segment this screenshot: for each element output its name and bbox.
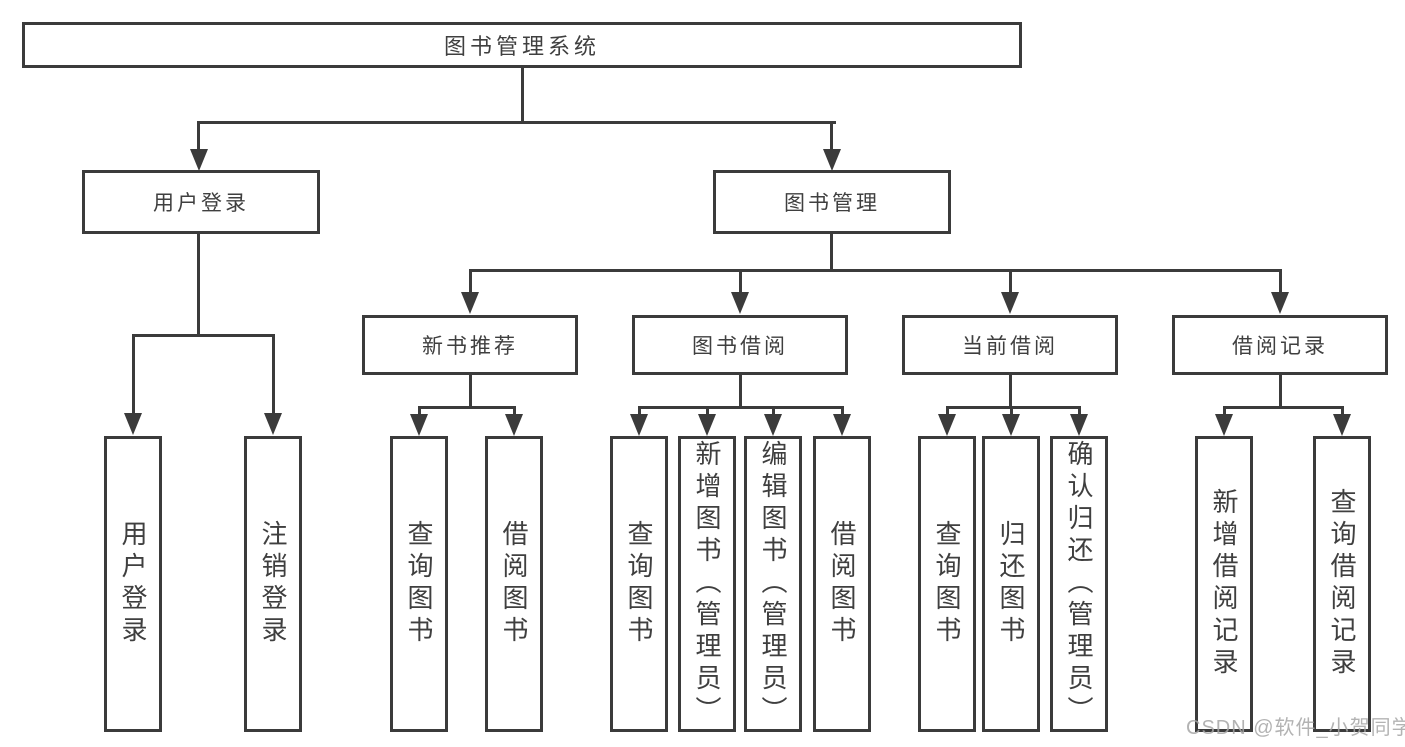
arrow-down	[833, 414, 851, 436]
leaf-query-borrow-record-label: 查询借阅记录	[1327, 488, 1357, 680]
leaf-confirm-return-admin-label: 确认归还（管理员）	[1064, 440, 1094, 728]
arrow-down	[731, 292, 749, 314]
connector-line	[638, 406, 641, 416]
connector-line	[830, 121, 833, 153]
connector-line	[706, 406, 709, 416]
connector-line	[946, 406, 949, 416]
connector-line	[1010, 406, 1013, 416]
connector-line	[521, 66, 524, 124]
connector-line	[418, 406, 421, 416]
leaf-query-books-recommend-label: 查询图书	[404, 520, 434, 648]
connector-line	[1009, 374, 1012, 409]
leaf-return-books: 归还图书	[982, 436, 1040, 732]
connector-line	[739, 374, 742, 409]
arrow-down	[264, 413, 282, 435]
leaf-add-borrow-record-label: 新增借阅记录	[1209, 488, 1239, 680]
leaf-borrow-books-label: 借阅图书	[827, 520, 857, 648]
leaf-edit-books-admin-label: 编辑图书（管理员）	[758, 440, 788, 728]
leaf-logout-label: 注销登录	[258, 520, 288, 648]
node-book-borrowing-label: 图书借阅	[692, 335, 788, 358]
arrow-down	[124, 413, 142, 435]
arrow-down	[190, 149, 208, 171]
arrow-down	[1333, 414, 1351, 436]
connector-line	[1223, 406, 1344, 409]
connector-line	[513, 406, 516, 416]
connector-line	[272, 334, 275, 415]
arrow-down	[698, 414, 716, 436]
node-new-book-recommendation: 新书推荐	[362, 315, 578, 375]
leaf-return-books-label: 归还图书	[996, 520, 1026, 648]
node-borrowing-records: 借阅记录	[1172, 315, 1388, 375]
connector-line	[197, 121, 836, 124]
leaf-query-borrow-record: 查询借阅记录	[1313, 436, 1371, 732]
connector-line	[946, 406, 1081, 409]
leaf-edit-books-admin: 编辑图书（管理员）	[744, 436, 802, 732]
arrow-down	[1070, 414, 1088, 436]
connector-line	[1279, 269, 1282, 295]
leaf-add-books-admin: 新增图书（管理员）	[678, 436, 736, 732]
arrow-down	[505, 414, 523, 436]
node-book-management: 图书管理	[713, 170, 951, 234]
connector-line	[197, 121, 200, 153]
arrow-down	[938, 414, 956, 436]
connector-line	[638, 406, 844, 409]
leaf-query-books-borrowing-label: 查询图书	[624, 520, 654, 648]
node-current-borrowing-label: 当前借阅	[962, 335, 1058, 358]
leaf-query-books-current-label: 查询图书	[932, 520, 962, 648]
arrow-down	[410, 414, 428, 436]
node-root-label: 图书管理系统	[443, 34, 600, 59]
connector-line	[1279, 374, 1282, 409]
leaf-borrow-books-recommend-label: 借阅图书	[499, 520, 529, 648]
connector-line	[418, 406, 516, 409]
connector-line	[469, 374, 472, 409]
leaf-logout: 注销登录	[244, 436, 302, 732]
connector-line	[841, 406, 844, 416]
leaf-query-books-current: 查询图书	[918, 436, 976, 732]
connector-line	[1223, 406, 1226, 416]
leaf-query-books-borrowing: 查询图书	[610, 436, 668, 732]
node-current-borrowing: 当前借阅	[902, 315, 1118, 375]
arrow-down	[764, 414, 782, 436]
arrow-down	[1271, 292, 1289, 314]
leaf-query-books-recommend: 查询图书	[390, 436, 448, 732]
arrow-down	[1002, 414, 1020, 436]
node-borrowing-records-label: 借阅记录	[1232, 335, 1328, 358]
connector-line	[1341, 406, 1344, 416]
node-root: 图书管理系统	[22, 22, 1022, 68]
connector-line	[197, 232, 200, 337]
leaf-add-books-admin-label: 新增图书（管理员）	[692, 440, 722, 728]
node-user-login: 用户登录	[82, 170, 320, 234]
connector-line	[1078, 406, 1081, 416]
connector-line	[132, 334, 275, 337]
arrow-down	[630, 414, 648, 436]
node-user-login-label: 用户登录	[153, 192, 249, 215]
arrow-down	[823, 149, 841, 171]
leaf-add-borrow-record: 新增借阅记录	[1195, 436, 1253, 732]
node-book-management-label: 图书管理	[784, 192, 880, 215]
connector-line	[772, 406, 775, 416]
leaf-borrow-books: 借阅图书	[813, 436, 871, 732]
arrow-down	[461, 292, 479, 314]
leaf-confirm-return-admin: 确认归还（管理员）	[1050, 436, 1108, 732]
connector-line	[739, 269, 742, 295]
connector-line	[132, 334, 135, 415]
csdn-watermark: CSDN @软件_小贺同学	[1186, 717, 1405, 739]
arrow-down	[1215, 414, 1233, 436]
connector-line	[469, 269, 472, 295]
node-new-book-recommendation-label: 新书推荐	[422, 335, 518, 358]
leaf-borrow-books-recommend: 借阅图书	[485, 436, 543, 732]
leaf-user-login-label: 用户登录	[118, 520, 148, 648]
arrow-down	[1001, 292, 1019, 314]
node-book-borrowing: 图书借阅	[632, 315, 848, 375]
connector-line	[830, 232, 833, 272]
connector-line	[1009, 269, 1012, 295]
connector-line	[469, 269, 1282, 272]
leaf-user-login: 用户登录	[104, 436, 162, 732]
